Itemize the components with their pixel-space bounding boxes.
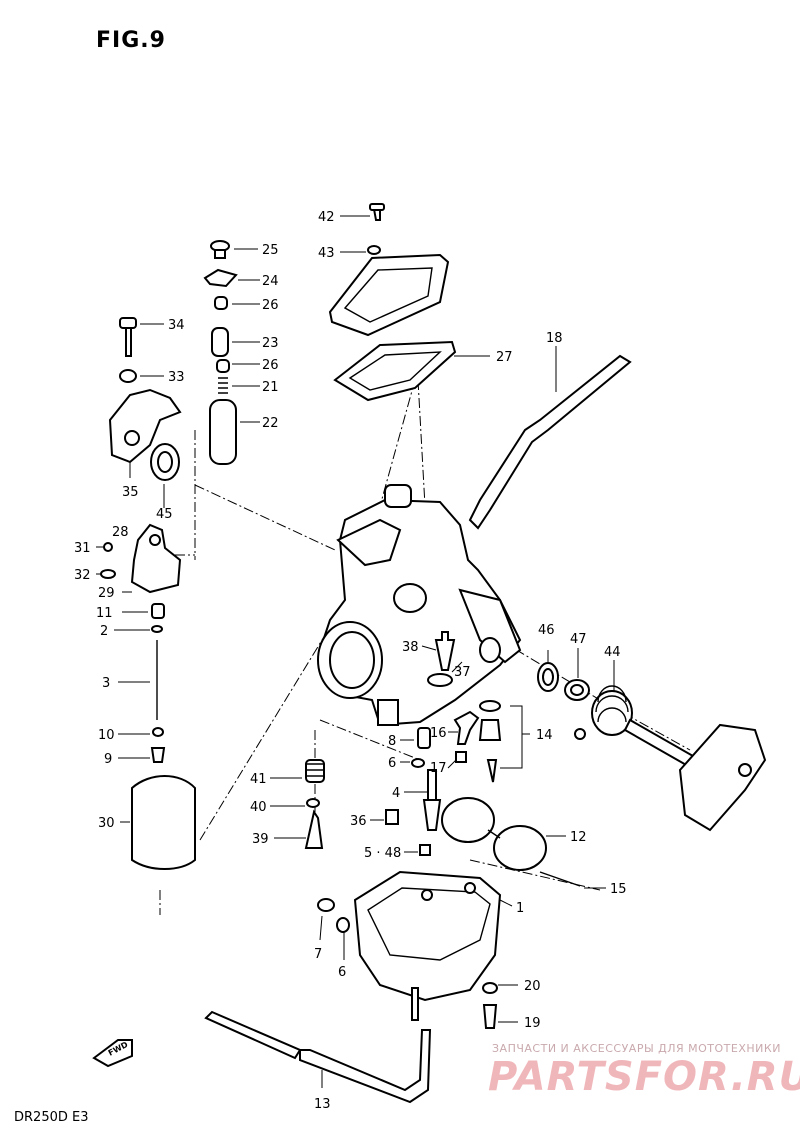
callout-24: 24	[262, 274, 279, 289]
leader-lines	[96, 215, 615, 1088]
callout-28: 28	[112, 525, 129, 540]
callout-30: 30	[98, 816, 115, 831]
throttle-stop-group	[203, 240, 238, 465]
callout-25: 25	[262, 243, 279, 258]
callout-19: 19	[524, 1016, 541, 1031]
figure-title: FIG.9	[96, 28, 166, 53]
callout-41: 41	[250, 772, 267, 787]
callout-7: 7	[314, 947, 322, 962]
callout-9: 9	[104, 752, 112, 767]
top-cover-group	[328, 203, 457, 402]
callout-1: 1	[516, 901, 524, 916]
callout-12: 12	[570, 830, 587, 845]
callout-23: 23	[262, 336, 279, 351]
callout-6b: 6	[338, 965, 346, 980]
callout-16: 16	[430, 726, 447, 741]
choke-group	[108, 317, 182, 481]
callout-45: 45	[156, 507, 173, 522]
callout-27: 27	[496, 350, 513, 365]
callout-42: 42	[318, 210, 335, 225]
callout-11: 11	[96, 606, 113, 621]
callout-44: 44	[604, 645, 621, 660]
callout-26a: 26	[262, 298, 279, 313]
callout-3: 3	[102, 676, 110, 691]
callout-39: 39	[252, 832, 269, 847]
callout-13: 13	[314, 1097, 331, 1112]
vent-hose	[468, 354, 632, 530]
callout-26b: 26	[262, 358, 279, 373]
watermark-brand: PARTSFOR.RU	[488, 1054, 800, 1100]
float-needle-group	[304, 700, 581, 887]
callout-20: 20	[524, 979, 541, 994]
enricher-group	[100, 523, 182, 594]
callout-2: 2	[100, 624, 108, 639]
model-code: DR250D E3	[14, 1110, 89, 1125]
callout-43: 43	[318, 246, 335, 261]
callout-32: 32	[74, 568, 91, 583]
callout-10: 10	[98, 728, 115, 743]
callout-37: 37	[454, 665, 471, 680]
callout-4: 4	[392, 786, 400, 801]
callout-46: 46	[538, 623, 555, 638]
jet-needle-stack	[131, 603, 196, 870]
watermark-caption: ЗАПЧАСТИ И АКСЕССУАРЫ ДЛЯ МОТОТЕХНИКИ	[492, 1042, 781, 1055]
callout-21: 21	[262, 380, 279, 395]
drain-hose	[204, 1010, 432, 1104]
callout-5-48: 5 · 48	[364, 846, 401, 861]
carburetor-body	[317, 484, 522, 727]
callout-14: 14	[536, 728, 553, 743]
callout-34: 34	[168, 318, 185, 333]
callout-6a: 6	[388, 756, 396, 771]
callout-22: 22	[262, 416, 279, 431]
callout-36: 36	[350, 814, 367, 829]
callout-47: 47	[570, 632, 587, 647]
callout-33: 33	[168, 370, 185, 385]
fwd-arrow	[92, 1039, 133, 1068]
callout-29: 29	[98, 586, 115, 601]
part-callouts: 42 43 25 24 26 23 26 21 22 34 33 27 18 3…	[74, 210, 627, 1112]
callout-15: 15	[610, 882, 627, 897]
float-bowl	[317, 870, 502, 1029]
callout-40: 40	[250, 800, 267, 815]
callout-18: 18	[546, 331, 563, 346]
intake-seal-group	[537, 662, 767, 832]
callout-8: 8	[388, 734, 396, 749]
callout-17: 17	[430, 761, 447, 776]
callout-35: 35	[122, 485, 139, 500]
callout-31: 31	[74, 541, 91, 556]
callout-38: 38	[402, 640, 419, 655]
